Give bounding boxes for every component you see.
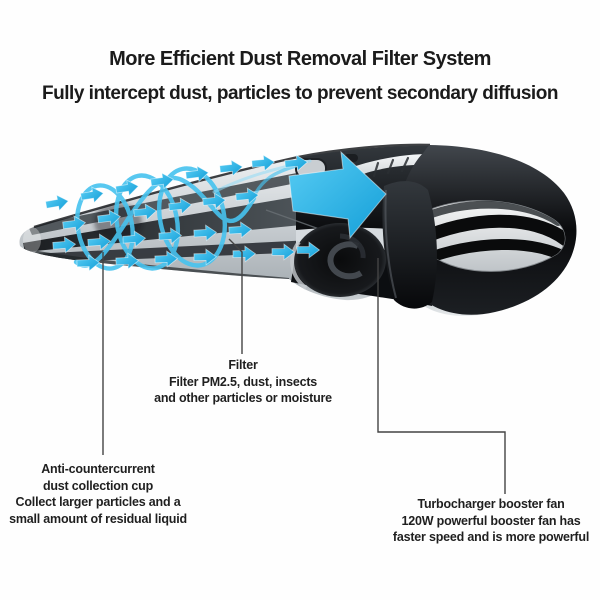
leader-line-filter bbox=[228, 238, 243, 354]
callout-dust-cup-title-line: dust collection cup bbox=[42, 478, 154, 493]
callout-filter-desc-line: and other particles or moisture bbox=[154, 391, 332, 405]
leader-line-booster-fan bbox=[377, 258, 506, 494]
handle-blades bbox=[418, 200, 565, 268]
big-airflow-arrow bbox=[288, 150, 387, 240]
page-title: More Efficient Dust Removal Filter Syste… bbox=[109, 48, 491, 70]
callout-booster-fan-desc-line: 120W powerful booster fan has bbox=[401, 513, 581, 528]
motor-fan-housing bbox=[290, 223, 386, 297]
callout-booster-fan-desc-line: faster speed and is more powerful bbox=[392, 530, 590, 544]
callout-filter: Filter Filter PM2.5, dust, insects and o… bbox=[118, 357, 368, 407]
callout-dust-cup-desc-line: Collect larger particles and a bbox=[15, 495, 181, 509]
leader-lines bbox=[102, 238, 506, 494]
callout-booster-fan: Turbocharger booster fan 120W powerful b… bbox=[366, 496, 600, 546]
callout-filter-desc-line: Filter PM2.5, dust, insects bbox=[168, 374, 318, 389]
callout-dust-cup-desc-line: small amount of residual liquid bbox=[9, 511, 187, 526]
callout-filter-title: Filter bbox=[228, 358, 258, 372]
handle-front-post bbox=[382, 181, 437, 309]
handle-loop bbox=[382, 145, 577, 315]
callout-dust-cup: Anti-countercurrent dust collection cup … bbox=[0, 461, 208, 527]
callout-dust-cup-title-line: Anti-countercurrent bbox=[41, 462, 155, 476]
page-subtitle: Fully intercept dust, particles to preve… bbox=[42, 83, 558, 104]
callout-booster-fan-title: Turbocharger booster fan bbox=[417, 497, 565, 511]
